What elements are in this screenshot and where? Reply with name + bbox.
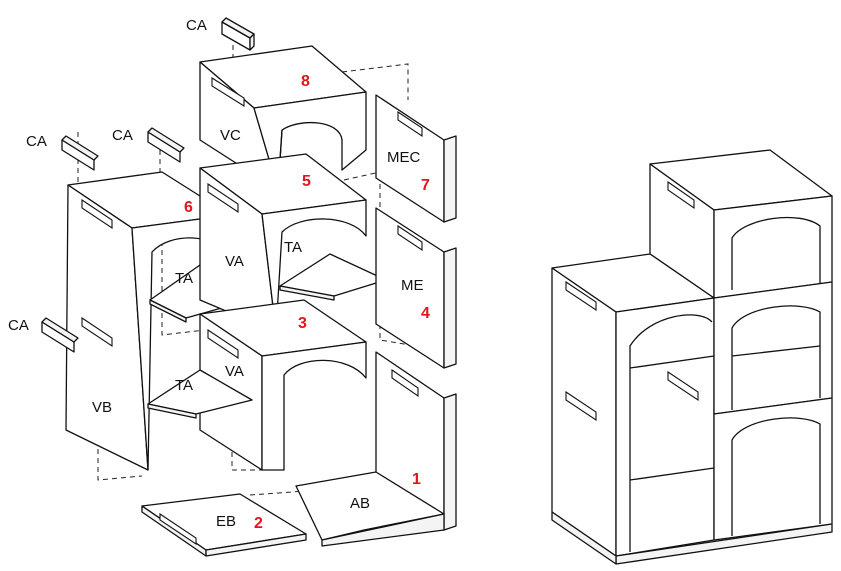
label-ta-mid: TA bbox=[284, 239, 302, 256]
label-vc: VC bbox=[220, 127, 241, 144]
label-va-upper: VA bbox=[225, 253, 244, 270]
label-me: ME bbox=[401, 277, 424, 294]
label-ca-mid: CA bbox=[112, 127, 133, 144]
connector-ca-mid: CA bbox=[112, 127, 185, 163]
number-2: 2 bbox=[254, 515, 263, 532]
number-8: 8 bbox=[301, 73, 310, 90]
label-ca-top: CA bbox=[186, 17, 207, 34]
connector-ca-left: CA bbox=[26, 133, 99, 171]
label-ab: AB bbox=[350, 495, 370, 512]
label-mec: MEC bbox=[387, 149, 421, 166]
module-va-upper: VA 5 bbox=[199, 153, 367, 333]
label-ca-lower: CA bbox=[8, 317, 29, 334]
number-5: 5 bbox=[302, 173, 311, 190]
element-eb: EB 2 bbox=[141, 493, 307, 557]
number-1: 1 bbox=[412, 471, 421, 488]
label-ta-upper: TA bbox=[175, 270, 193, 287]
panel-mec: MEC 7 bbox=[375, 94, 457, 223]
label-ca-left: CA bbox=[26, 133, 47, 150]
connector-ca-lower: CA bbox=[8, 317, 79, 353]
label-va-lower: VA bbox=[225, 363, 244, 380]
label-eb: EB bbox=[216, 513, 236, 530]
label-ta-lower: TA bbox=[175, 377, 193, 394]
assembled-view bbox=[551, 149, 833, 565]
shelf-ta-mid: TA bbox=[279, 239, 387, 301]
number-3: 3 bbox=[298, 315, 307, 332]
connector-ca-top: CA bbox=[186, 17, 255, 51]
panel-me: ME 4 bbox=[375, 207, 457, 369]
number-7: 7 bbox=[421, 177, 430, 194]
base-ab: AB 1 bbox=[295, 351, 457, 547]
exploded-view: CA VC 8 MEC 7 CA bbox=[8, 17, 457, 557]
number-4: 4 bbox=[421, 305, 430, 322]
number-6: 6 bbox=[184, 199, 193, 216]
module-vc: VC 8 bbox=[199, 45, 367, 191]
label-vb: VB bbox=[92, 399, 112, 416]
shelf-ta-lower: TA bbox=[147, 369, 253, 419]
